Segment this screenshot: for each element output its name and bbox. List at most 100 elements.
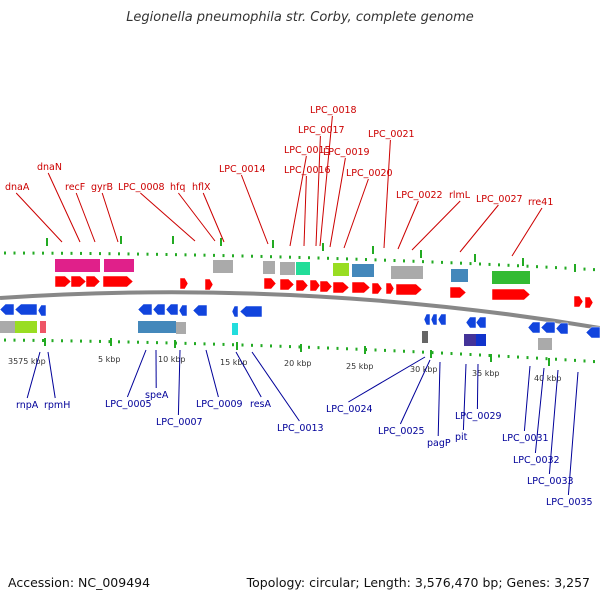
top-label-dnan: dnaN — [37, 162, 62, 173]
forward-gene-box — [55, 259, 100, 272]
top-label-dnaa: dnaA — [5, 182, 30, 193]
bottom-leader-resa — [235, 351, 262, 398]
top-tick-row-dot — [460, 261, 462, 265]
bottom-label-resa: resA — [250, 399, 271, 410]
reverse-gene-box — [538, 338, 552, 350]
top-tick-row-dot — [108, 252, 111, 256]
bottom-label-lpc-0024: LPC_0024 — [326, 404, 373, 415]
top-tick-row-dot — [194, 253, 196, 257]
forward-gene-arrow — [319, 280, 333, 293]
scale-label: 30 kbp — [410, 365, 438, 374]
top-tick-row-dot — [327, 256, 329, 260]
bottom-label-lpc-0005: LPC_0005 — [105, 399, 152, 410]
bottom-tick-row-dot — [545, 357, 548, 361]
bottom-tick-row-dot — [260, 344, 263, 348]
top-tick-row-dot — [308, 256, 310, 260]
top-tick-row-dot — [545, 265, 548, 269]
top-tick-row-dot — [336, 257, 339, 261]
bottom-tick-row-dot — [403, 349, 405, 353]
top-label-lpc-0022: LPC_0022 — [396, 190, 443, 201]
top-tick-row-dot — [80, 251, 82, 255]
bottom-major-tick — [364, 346, 366, 354]
bottom-tick-row-dot — [450, 352, 453, 356]
bottom-label-lpc-0007: LPC_0007 — [156, 417, 203, 428]
forward-gene-box — [296, 262, 310, 275]
top-leader-lpc-0015 — [289, 155, 307, 247]
top-major-tick — [522, 258, 524, 266]
top-tick-row-dot — [583, 267, 586, 271]
reverse-gene-arrow — [37, 304, 47, 317]
bottom-tick-row-dot — [51, 339, 54, 343]
forward-gene-box — [352, 264, 374, 277]
top-tick-row-dot — [137, 252, 139, 256]
scale-label: 5 kbp — [98, 355, 120, 364]
top-label-gyrb: gyrB — [91, 182, 113, 193]
reverse-gene-box — [138, 321, 176, 333]
top-tick-row-dot — [555, 266, 557, 270]
top-tick-row-dot — [289, 255, 291, 259]
bottom-major-tick — [490, 354, 492, 362]
bottom-tick-row-dot — [574, 358, 576, 362]
forward-gene-arrow — [573, 295, 584, 308]
top-major-tick — [272, 240, 274, 248]
forward-gene-arrow — [295, 279, 309, 292]
bottom-tick-row-dot — [4, 338, 6, 342]
bottom-leader-lpc-0013 — [251, 351, 300, 422]
reverse-gene-box — [464, 334, 476, 346]
reverse-gene-box — [422, 331, 428, 343]
bottom-leader-lpc-0029 — [476, 363, 479, 410]
top-label-rlml: rlmL — [449, 190, 471, 201]
bottom-tick-row-dot — [203, 342, 206, 346]
scale-label: 25 kbp — [346, 362, 374, 371]
bottom-leader-lpc-0005 — [126, 349, 147, 398]
bottom-major-tick — [174, 340, 176, 348]
bottom-tick-row-dot — [13, 338, 16, 342]
bottom-tick-row-dot — [431, 351, 434, 355]
bottom-tick-row-dot — [213, 342, 215, 346]
top-tick-row-dot — [564, 266, 567, 270]
top-tick-row-dot — [526, 264, 529, 268]
top-tick-row-dot — [441, 260, 443, 264]
bottom-tick-row-dot — [165, 341, 168, 345]
top-leader-hfq — [178, 192, 216, 242]
bottom-label-lpc-0013: LPC_0013 — [277, 423, 324, 434]
reverse-gene-box — [232, 323, 238, 335]
top-tick-row-dot — [51, 251, 54, 255]
bottom-leader-lpc-0009 — [205, 349, 219, 398]
top-label-rre41: rre41 — [528, 197, 553, 208]
top-label-lpc-0017: LPC_0017 — [298, 125, 345, 136]
bottom-label-lpc-0025: LPC_0025 — [378, 426, 425, 437]
bottom-tick-row-dot — [279, 344, 282, 348]
forward-gene-arrow — [54, 275, 72, 288]
reverse-gene-arrow — [165, 303, 179, 316]
bottom-label-lpc-0009: LPC_0009 — [196, 399, 243, 410]
top-tick-row-dot — [355, 257, 358, 261]
forward-gene-box — [263, 261, 275, 274]
bottom-leader-pagp — [437, 361, 441, 437]
bottom-tick-row-dot — [460, 352, 462, 356]
top-leader-lpc-0008 — [140, 192, 196, 242]
bottom-tick-row-dot — [137, 340, 139, 344]
bottom-label-pagp: pagP — [427, 438, 451, 449]
forward-gene-box — [492, 271, 530, 284]
top-tick-row-dot — [279, 255, 282, 259]
top-tick-row-dot — [479, 262, 481, 266]
bottom-major-tick — [300, 344, 302, 352]
bottom-tick-row-dot — [222, 342, 225, 346]
top-tick-row-dot — [241, 254, 244, 258]
reverse-gene-box — [176, 322, 186, 334]
bottom-tick-row-dot — [118, 340, 120, 344]
map-title: Legionella pneumophila str. Corby, compl… — [126, 10, 474, 25]
forward-gene-box — [333, 263, 349, 276]
bottom-label-lpc-0031: LPC_0031 — [502, 433, 549, 444]
top-tick-row-dot — [412, 259, 415, 263]
top-label-hflx: hflX — [192, 182, 211, 193]
top-label-lpc-0019: LPC_0019 — [323, 147, 370, 158]
bottom-tick-row-dot — [355, 347, 358, 351]
top-leader-gyrb — [101, 192, 119, 243]
bottom-tick-row-dot — [336, 346, 339, 350]
bottom-tick-row-dot — [270, 344, 272, 348]
top-tick-row-dot — [156, 252, 158, 256]
bottom-tick-row-dot — [536, 356, 538, 360]
reverse-gene-box — [40, 321, 46, 333]
